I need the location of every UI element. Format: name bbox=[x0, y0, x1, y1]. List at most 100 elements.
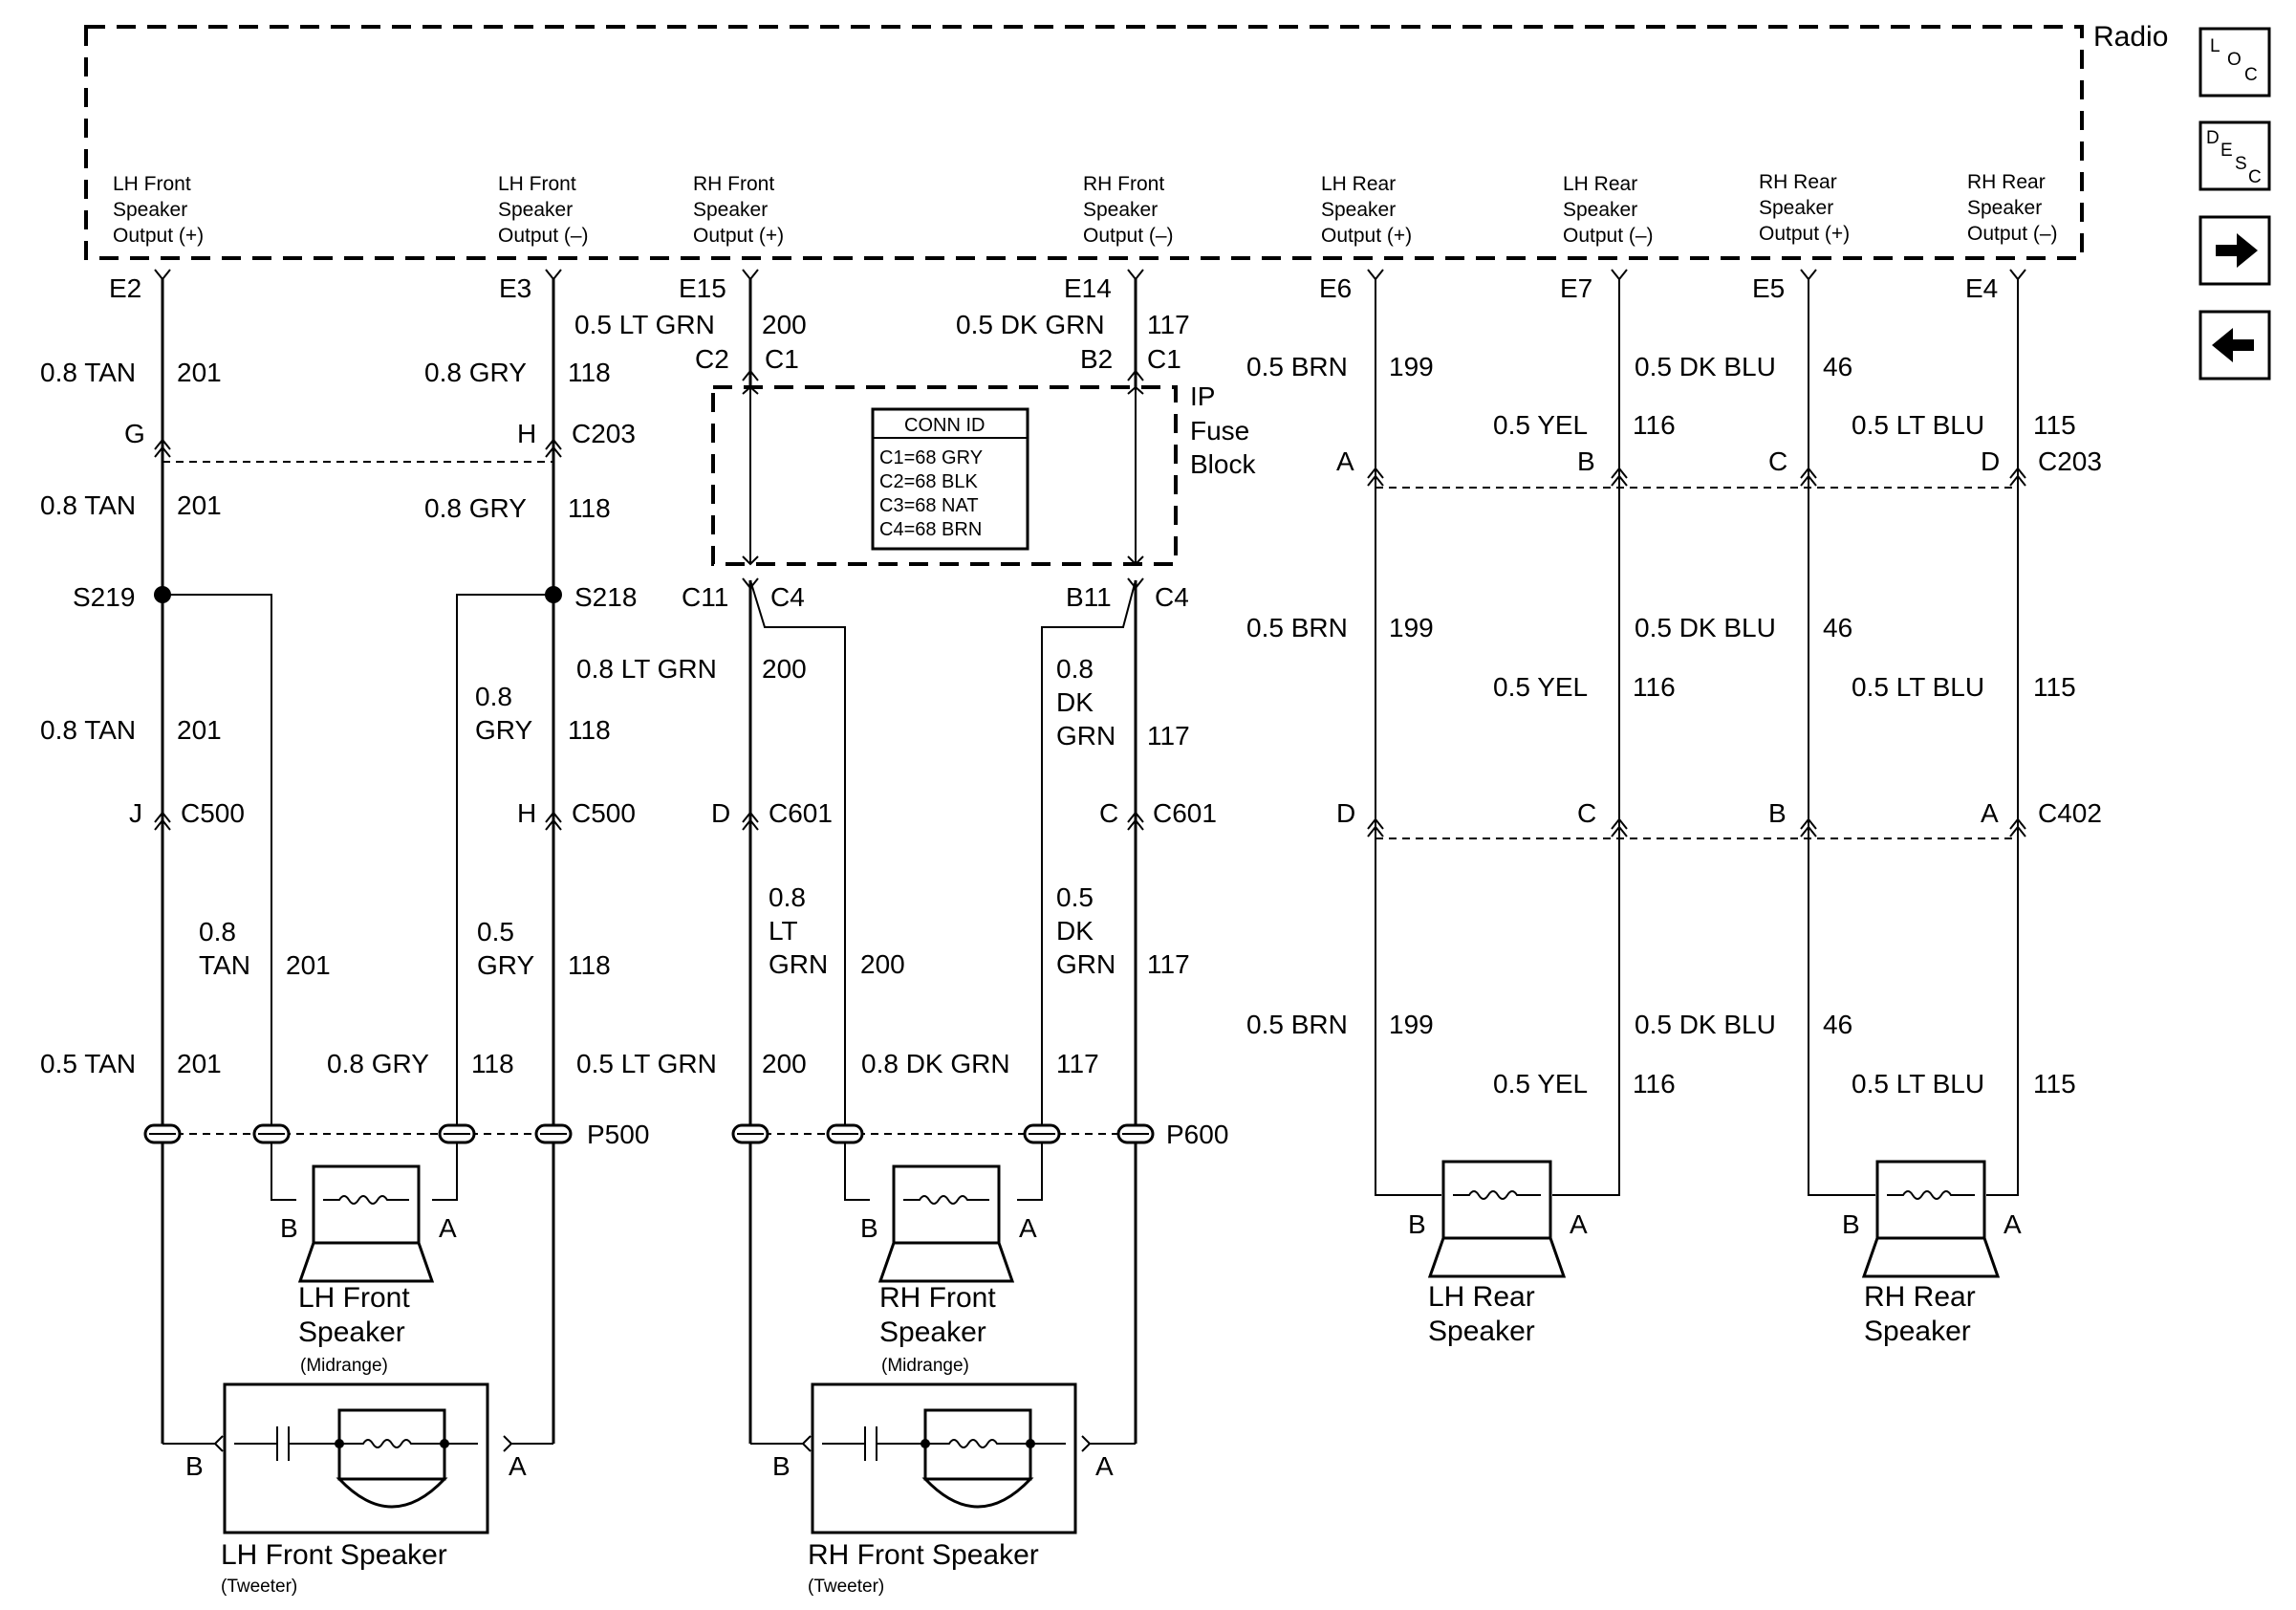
speaker-magnet bbox=[312, 1164, 421, 1245]
radio-pins: E2 E3 E15 E14 E6 E7 E5 E4 bbox=[109, 273, 1998, 303]
lh-front-midrange-speaker: B A LH Front Speaker (Midrange) bbox=[280, 1164, 457, 1376]
splice-label: S218 bbox=[574, 582, 637, 612]
connector-label: C402 bbox=[2038, 798, 2102, 828]
arrow-left-icon bbox=[2212, 328, 2254, 362]
pin-label: H bbox=[517, 798, 536, 828]
junction-dot bbox=[335, 1439, 344, 1448]
desc-button[interactable]: D E S C bbox=[2199, 120, 2271, 191]
terminal-symbol bbox=[1611, 269, 1628, 281]
speaker-name: LH Front bbox=[298, 1282, 410, 1314]
speaker-cone-icon bbox=[297, 1241, 435, 1283]
circuit-number: 200 bbox=[860, 949, 905, 979]
connector-label: C500 bbox=[181, 798, 245, 828]
wire-color-label: 0.8 GRY bbox=[424, 358, 527, 387]
back-button[interactable] bbox=[2199, 310, 2271, 381]
radio-title: Radio bbox=[2093, 21, 2168, 53]
arrow-right-icon bbox=[2216, 233, 2258, 268]
connector-symbol bbox=[154, 811, 171, 831]
circuit-number: 117 bbox=[1147, 721, 1190, 751]
splice-dot-s219 bbox=[154, 586, 171, 603]
wire-201 bbox=[162, 594, 296, 1201]
connector-symbol bbox=[742, 811, 759, 831]
pin-label: B bbox=[1842, 1209, 1860, 1239]
pin-label: A bbox=[1019, 1213, 1037, 1243]
terminal-symbol bbox=[154, 269, 171, 281]
speaker-name: LH Front Speaker bbox=[221, 1539, 447, 1571]
connector-symbol bbox=[1127, 577, 1144, 590]
radio-output-labels: LH Front Speaker Output (+) LH Front Spe… bbox=[113, 171, 2058, 247]
output-label: Speaker bbox=[1083, 199, 1158, 221]
loc-letter: L bbox=[2210, 36, 2220, 56]
pin-label: E14 bbox=[1064, 273, 1112, 303]
desc-letter: E bbox=[2220, 141, 2233, 161]
pin-label: E4 bbox=[1965, 273, 1998, 303]
coil-icon bbox=[903, 1195, 989, 1205]
pin-label: D bbox=[1981, 446, 2000, 476]
circuit-number: 46 bbox=[1823, 613, 1852, 642]
circuit-number: 200 bbox=[762, 310, 807, 339]
wire-color-label: GRY bbox=[477, 950, 534, 980]
coil-icon bbox=[1453, 1190, 1541, 1200]
connector-label: C601 bbox=[1153, 798, 1217, 828]
speaker-name: Speaker bbox=[879, 1316, 986, 1348]
connector-symbol bbox=[1367, 817, 1384, 838]
connector-label: P600 bbox=[1166, 1120, 1228, 1149]
connector-symbol bbox=[2009, 817, 2026, 838]
wire-color-label: TAN bbox=[199, 950, 250, 980]
wire-color-label: GRN bbox=[1056, 949, 1116, 979]
wire-color-label: 0.5 LT BLU bbox=[1852, 1069, 1984, 1099]
connector-chevrons bbox=[154, 369, 2026, 838]
output-label: Output (–) bbox=[1563, 225, 1654, 247]
circuit-number: 199 bbox=[1389, 1010, 1434, 1039]
connector-label: C4 bbox=[770, 582, 805, 612]
speaker-name: LH Rear bbox=[1428, 1281, 1535, 1313]
circuit-number: 201 bbox=[177, 358, 222, 387]
rh-front-tweeter: B A RH Front Speaker (Tweeter) bbox=[772, 1382, 1114, 1597]
pin-label: C bbox=[1099, 798, 1118, 828]
pin-label: B bbox=[280, 1213, 298, 1243]
pin-label: A bbox=[1336, 446, 1354, 476]
wire-color-label: 0.8 bbox=[199, 917, 236, 946]
forward-button[interactable] bbox=[2199, 215, 2271, 286]
connector-symbol bbox=[545, 438, 562, 458]
junction-dot bbox=[440, 1439, 449, 1448]
output-label: RH Front bbox=[693, 173, 774, 195]
output-label: Speaker bbox=[113, 199, 187, 221]
circuit-number: 118 bbox=[568, 358, 611, 387]
wire-color-label: 0.5 YEL bbox=[1493, 410, 1588, 440]
speaker-cone-icon bbox=[877, 1241, 1015, 1283]
conn-id-row: C1=68 GRY bbox=[879, 447, 983, 468]
wire-color-label: 0.8 DK GRN bbox=[861, 1049, 1010, 1078]
wire-color-label: DK bbox=[1056, 916, 1094, 946]
circuit-number: 200 bbox=[762, 1049, 807, 1078]
circuit-number: 117 bbox=[1147, 310, 1190, 339]
circuit-number: 116 bbox=[1633, 1069, 1676, 1099]
splice-dot-s218 bbox=[545, 586, 562, 603]
output-label: RH Rear bbox=[1967, 171, 2046, 193]
output-label: Output (+) bbox=[1321, 225, 1412, 247]
splice-label: S219 bbox=[73, 582, 135, 612]
loc-button[interactable]: L O C bbox=[2199, 27, 2271, 98]
rh-front-midrange-speaker: B A RH Front Speaker (Midrange) bbox=[860, 1164, 1037, 1376]
output-label: Speaker bbox=[1563, 199, 1637, 221]
coil-icon bbox=[1887, 1190, 1975, 1200]
wire-118 bbox=[432, 594, 553, 1201]
lh-front-tweeter: B A LH Front Speaker (Tweeter) bbox=[185, 1382, 527, 1597]
pin-label: E3 bbox=[499, 273, 531, 303]
radio-module: Radio bbox=[84, 21, 2168, 260]
conn-id-row: C3=68 NAT bbox=[879, 495, 979, 516]
circuit-number: 201 bbox=[177, 490, 222, 520]
conn-id-title: CONN ID bbox=[904, 415, 985, 436]
radio-outline bbox=[84, 25, 2084, 260]
pin-label: B bbox=[185, 1451, 204, 1481]
capacitor-icon bbox=[234, 1426, 478, 1461]
desc-button-frame[interactable] bbox=[2199, 120, 2271, 191]
wire-color-label: 0.8 TAN bbox=[40, 358, 136, 387]
loc-button-frame[interactable] bbox=[2199, 27, 2271, 98]
conn-id-box bbox=[871, 407, 1029, 551]
terminal-symbol bbox=[1800, 269, 1817, 281]
connector-symbol bbox=[1800, 817, 1817, 838]
circuit-number: 46 bbox=[1823, 1010, 1852, 1039]
speaker-name: RH Rear bbox=[1864, 1281, 1976, 1313]
